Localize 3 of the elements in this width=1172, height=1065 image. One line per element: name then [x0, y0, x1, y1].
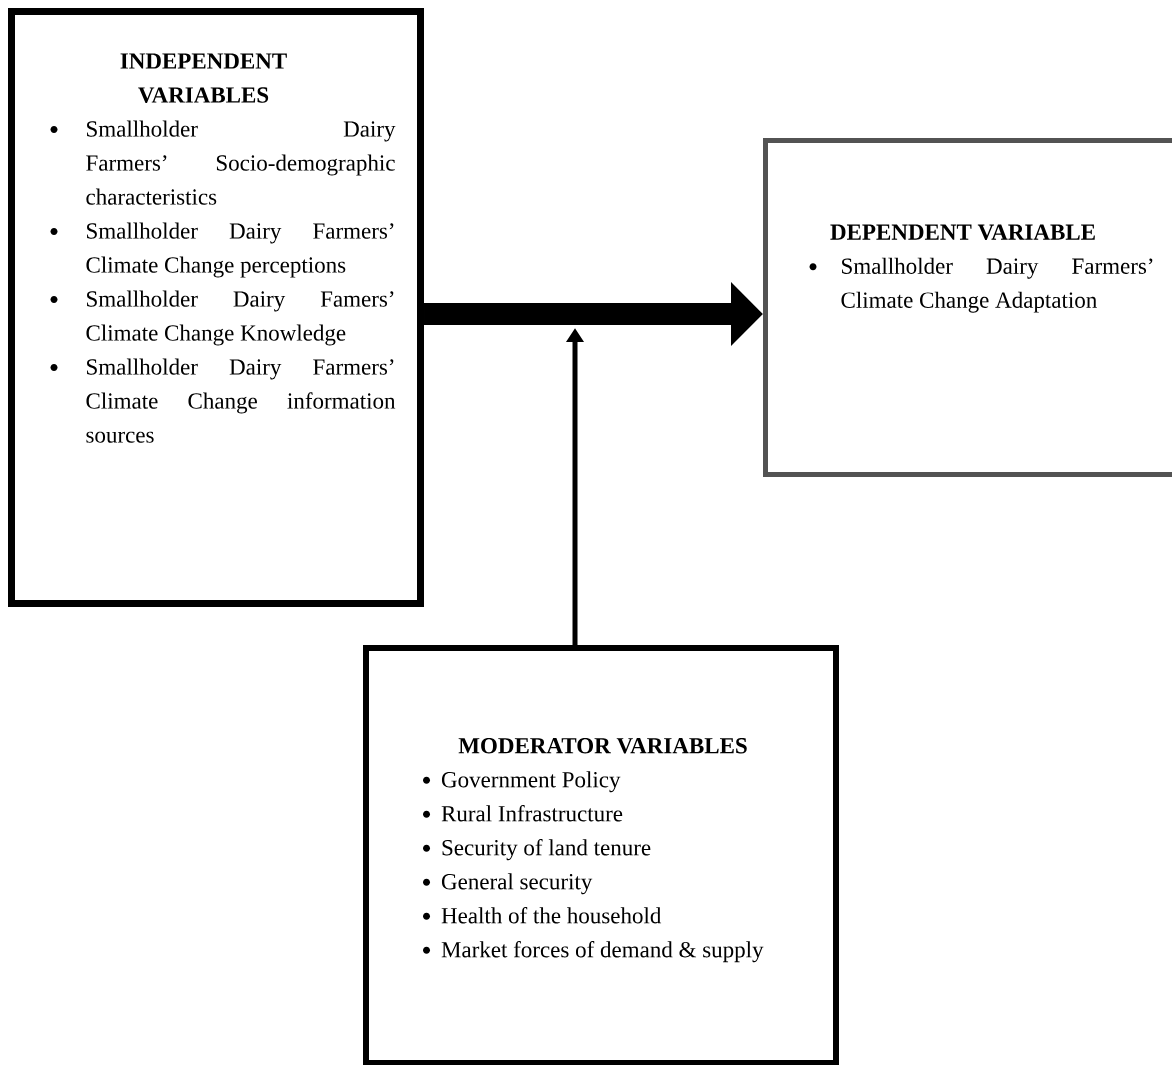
independent-variables-box: INDEPENDENT VARIABLES Smallholder Dairy Farmers’ Socio-demographic characteristics Smallholder Dairy Farmers’ Climate Change perceptions Smallholder Dairy Famers’ Climate Change Knowledge Smallholder Dairy Farmers’ Climate Change information sources	[8, 8, 424, 607]
moderator-variables-box: MODERATOR VARIABLES Government Policy Rural Infrastructure Security of land tenure General security Health of the household Market forces of demand & supply	[363, 645, 839, 1065]
dependent-variable-box: DEPENDENT VARIABLE Smallholder Dairy Farmers’ Climate Change Adaptation	[763, 138, 1172, 477]
